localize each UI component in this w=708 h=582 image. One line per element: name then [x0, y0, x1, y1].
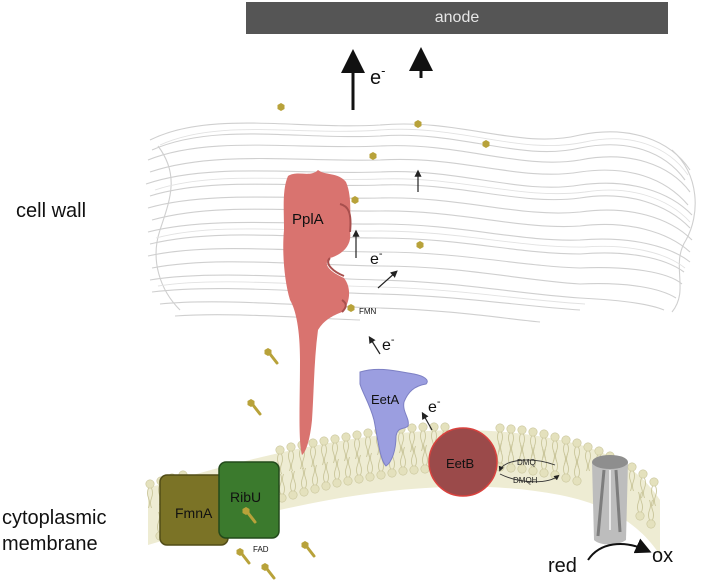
electron-label-4: e-	[428, 396, 441, 416]
electron-arrow-eeta	[368, 335, 381, 355]
svg-text:e-: e-	[428, 396, 441, 416]
electron-label-1: e-	[370, 63, 385, 89]
cytoplasmic-membrane-label: cytoplasmic membrane	[2, 507, 107, 555]
ppla-protein	[283, 170, 351, 455]
anode-bar	[246, 2, 668, 34]
ribu-label: RibU	[230, 489, 261, 505]
ndh-cylinder	[592, 455, 628, 545]
ox-label: ox	[652, 545, 673, 567]
eeta-label: EetA	[371, 392, 400, 407]
dmq-label: DMQ	[517, 458, 536, 467]
dmqh-label: DMQH	[513, 476, 538, 485]
svg-text:e-: e-	[382, 334, 395, 354]
cell-wall-fibers	[145, 122, 696, 323]
red-label: red	[548, 555, 577, 577]
eetb-label: EetB	[446, 456, 474, 471]
electron-arrow-wall-3	[377, 270, 398, 289]
dmq-cycle-bottom	[499, 473, 560, 483]
dmq-cycle-top	[498, 459, 556, 472]
fmna-label: FmnA	[175, 505, 213, 521]
ribu-protein	[218, 461, 280, 539]
fad-label: FAD	[253, 545, 269, 554]
fmn-label: FMN	[359, 307, 377, 316]
electron-arrow-eetb	[421, 411, 433, 431]
electron-label-2: e-	[370, 248, 383, 268]
svg-text:e-: e-	[370, 63, 385, 89]
redox-arrow	[587, 538, 652, 561]
cell-wall-fibers-light	[154, 128, 691, 305]
eeta-protein	[359, 368, 428, 467]
svg-text:e-: e-	[370, 248, 383, 268]
anode-label: anode	[434, 9, 480, 26]
membrane-band	[148, 430, 660, 555]
electron-label-3: e-	[382, 334, 395, 354]
eetb-protein	[428, 427, 498, 497]
ppla-label: PplA	[292, 211, 324, 228]
cell-wall-label: cell wall	[16, 200, 87, 222]
